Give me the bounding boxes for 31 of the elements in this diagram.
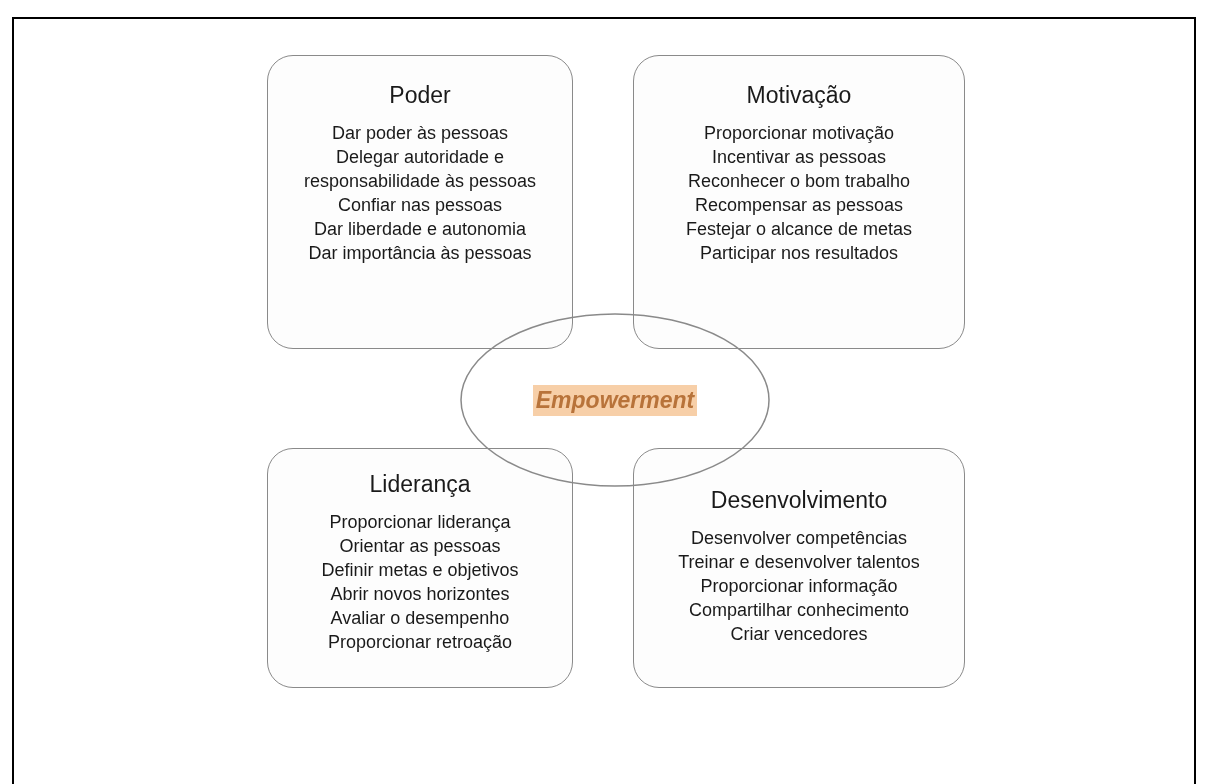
list-item: Recompensar as pessoas: [694, 194, 904, 217]
list-item: Proporcionar informação: [700, 575, 898, 598]
rounded-card: [633, 55, 965, 349]
list-item: Confiar nas pessoas: [337, 194, 503, 217]
list-item: Dar liberdade e autonomia: [313, 218, 527, 241]
list-item: Dar importância às pessoas: [308, 242, 532, 265]
list-item: Incentivar as pessoas: [711, 146, 887, 169]
card-heading: Liderança: [369, 471, 471, 498]
list-item: Desenvolver competências: [690, 527, 908, 550]
list-item: Participar nos resultados: [699, 242, 899, 265]
list-item: Definir metas e objetivos: [321, 559, 519, 582]
list-item: Proporcionar retroação: [327, 631, 513, 654]
list-item: Criar vencedores: [730, 623, 868, 646]
list-item: Festejar o alcance de metas: [685, 218, 913, 241]
card-heading: Motivação: [746, 82, 852, 109]
list-item: Treinar e desenvolver talentos: [678, 551, 920, 574]
list-item: Proporcionar motivação: [703, 122, 895, 145]
highlighted-title: Empowerment: [532, 384, 698, 416]
list-item: Compartilhar conhecimento: [688, 599, 910, 622]
rounded-card: [267, 448, 573, 688]
list-item: Proporcionar liderança: [329, 511, 511, 534]
card-heading: Desenvolvimento: [710, 487, 888, 514]
list-item: Reconhecer o bom trabalho: [687, 170, 911, 193]
list-item: Avaliar o desempenho: [330, 607, 510, 630]
list-item: Delegar autoridade e responsabilidade às pessoas: [302, 146, 538, 193]
card-heading: Poder: [389, 82, 451, 109]
list-item: Abrir novos horizontes: [330, 583, 510, 606]
rounded-card: [267, 55, 573, 349]
list-item: Orientar as pessoas: [339, 535, 501, 558]
rounded-card: [633, 448, 965, 688]
list-item: Dar poder às pessoas: [331, 122, 509, 145]
